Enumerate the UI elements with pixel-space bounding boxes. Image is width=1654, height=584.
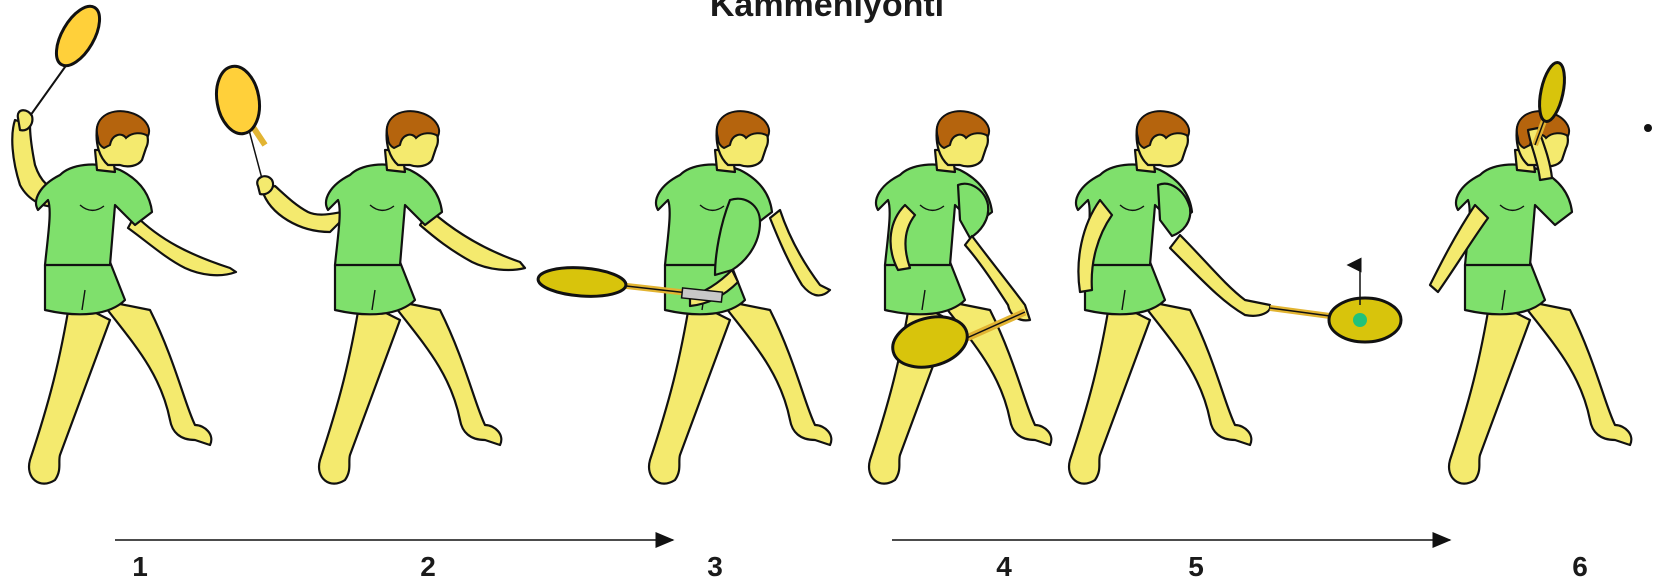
step-label-3: 3 — [707, 551, 723, 582]
player-figure-3 — [537, 111, 831, 483]
step-label-4: 4 — [996, 551, 1012, 582]
player-figure-5 — [1069, 111, 1401, 483]
step-label-5: 5 — [1188, 551, 1204, 582]
step-label-6: 6 — [1572, 551, 1588, 582]
player-figure-6 — [1430, 60, 1631, 483]
step-label-1: 1 — [132, 551, 148, 582]
player-figure-2 — [211, 63, 525, 484]
player-figure-4 — [869, 111, 1051, 483]
bullet-mark — [1644, 124, 1652, 132]
shuttle-dot — [1353, 313, 1367, 327]
step-label-2: 2 — [420, 551, 436, 582]
player-figure-1 — [12, 0, 236, 484]
